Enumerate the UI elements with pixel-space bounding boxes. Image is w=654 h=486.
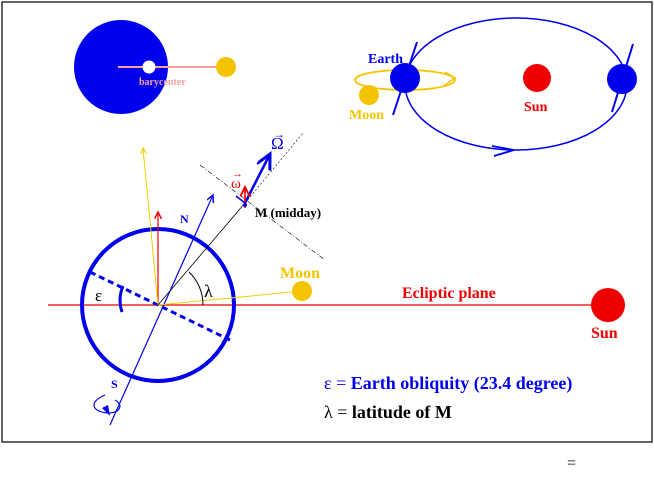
moon-label-main: Moon (280, 265, 320, 282)
rotation-arrow-head (102, 405, 110, 416)
tangent-plane (199, 164, 326, 261)
legend-eps-text: Earth obliquity (23.4 degree) (351, 373, 573, 394)
orbit-panel: Earth Moon Sun (349, 17, 637, 157)
omega-big-vector (243, 154, 270, 204)
sun-disk-orbit (523, 64, 551, 92)
midday-label: M (midday) (255, 205, 321, 220)
radius-extension (244, 132, 304, 204)
barycenter-marker (142, 60, 156, 74)
omega-small-label: ω (231, 176, 241, 192)
south-label: S (111, 377, 118, 391)
moon-disk-main (292, 281, 312, 301)
radius-to-m (157, 202, 246, 306)
sun-label-main: Sun (591, 325, 618, 342)
moon-label-orbit: Moon (349, 108, 384, 123)
legend-lambda-row: λ = latitude of M (324, 402, 452, 422)
main-diagram: λ ε Ω → ω → M (midday) N S Moon Ecliptic… (48, 127, 625, 426)
moon-disk-orbit (359, 85, 379, 105)
moon-disk-small (216, 57, 236, 77)
north-label: N (180, 212, 189, 226)
legend-lambda-eq: = (333, 402, 352, 422)
legend-lambda-symbol: λ (324, 402, 333, 422)
legend-epsilon-row: ε = Earth obliquity (23.4 degree) (324, 373, 572, 394)
stray-equals-sign: = (567, 455, 576, 472)
omega-big-vec-mark: → (273, 127, 285, 141)
legend-lambda-text: latitude of M (352, 402, 452, 422)
barycenter-label: barycenter (139, 77, 186, 88)
omega-big-label: Ω (271, 134, 284, 153)
earth-moon-direction (157, 290, 303, 306)
epsilon-label: ε (95, 286, 102, 305)
earth-label: Earth (368, 52, 403, 67)
barycenter-panel: barycenter (74, 20, 236, 114)
m-point (243, 203, 247, 207)
ecliptic-label: Ecliptic plane (402, 285, 496, 302)
lambda-label: λ (204, 281, 213, 301)
legend-eps-eq: = (332, 373, 351, 393)
rotation-axis (109, 195, 213, 426)
orbit-direction-arrow (491, 145, 515, 157)
lambda-arc (188, 271, 204, 306)
equator-line (89, 270, 231, 342)
sun-disk-main (591, 288, 625, 322)
moon-orbit-normal (143, 148, 159, 306)
earth-axis-left (392, 41, 418, 116)
earth-orbit (404, 17, 628, 151)
earth-axis-right (611, 43, 634, 113)
legend: ε = Earth obliquity (23.4 degree) λ = la… (324, 373, 572, 422)
frame-border (1, 1, 653, 443)
legend-eps-symbol: ε (324, 373, 332, 393)
sun-label-orbit: Sun (524, 100, 548, 115)
moon-orbit-arrow (443, 71, 457, 87)
omega-small-vec-mark: → (232, 168, 243, 180)
m-tick (235, 195, 246, 204)
epsilon-arc (118, 285, 125, 313)
